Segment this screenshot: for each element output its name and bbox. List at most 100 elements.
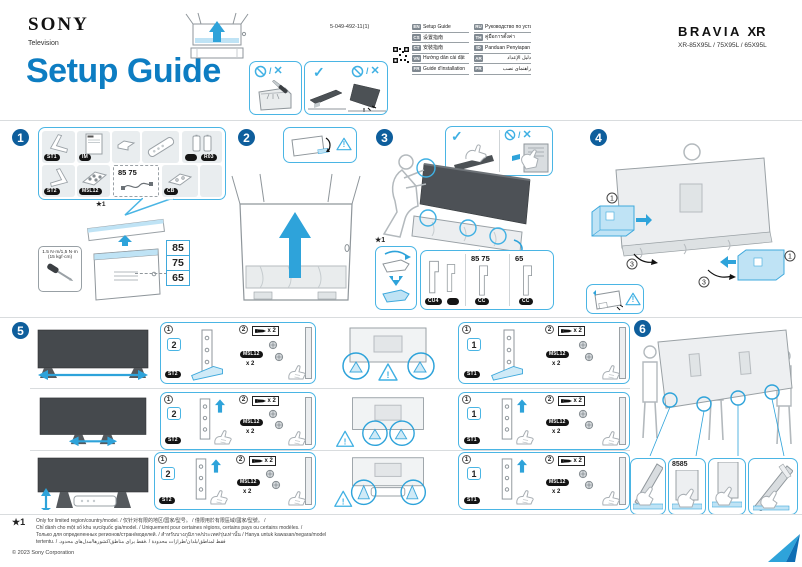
step-2-badge: 2 — [238, 129, 255, 146]
part-cell-empty — [200, 165, 222, 197]
screw-head-icon — [268, 340, 278, 350]
svg-text:!: ! — [342, 496, 345, 506]
panel-position: 1 2 ST2 — [161, 323, 238, 383]
xr-wordmark: XR — [747, 24, 766, 39]
screw-qty: x 2 — [243, 489, 252, 495]
panel-number-2: 2 — [239, 325, 248, 334]
position-marker: 1 — [467, 338, 481, 351]
panel-number-1: 1 — [158, 455, 167, 464]
hand-icon — [209, 489, 229, 505]
stand-badge: ST1 — [464, 371, 480, 378]
screw-qty: x 2 — [552, 429, 561, 435]
svg-text:!: ! — [344, 436, 347, 446]
lang-label: دليل الإعداد — [507, 55, 531, 62]
lang-code: EN — [412, 23, 421, 30]
tv-edge — [305, 457, 312, 505]
manual-icon — [85, 133, 102, 155]
division-label: Television — [28, 40, 59, 47]
lang-code: AR — [474, 55, 483, 62]
hand-icon — [601, 430, 621, 446]
lang-code: PR — [474, 65, 483, 72]
remote-icon — [147, 137, 174, 157]
position-marker: 2 — [161, 467, 175, 480]
tv-tip-illustration — [593, 290, 623, 311]
cross-icon: ✕ — [273, 65, 283, 77]
header-divider — [0, 120, 802, 121]
tv-rear-narrow-view: ! — [336, 397, 424, 447]
screw-head-icon — [584, 352, 594, 362]
screw-qty: x 2 — [552, 361, 561, 367]
grip-detail-illustration — [712, 462, 742, 508]
hand-icon — [287, 430, 307, 446]
position-marker: 1 — [467, 407, 481, 420]
panel-screws: 2 x 2 M5L12 x 2 — [544, 323, 629, 383]
screw-icon — [255, 398, 266, 404]
carton-tilt-illustration — [291, 135, 331, 157]
stand-badge: ST1 — [464, 497, 480, 504]
size-table: 85 75 65 — [166, 240, 190, 286]
step6-grip-panel-1 — [630, 458, 666, 515]
screw-head-icon — [271, 480, 281, 490]
screw-count-label: x 2 — [558, 396, 585, 406]
lang-label: คู่มือการตั้งค่า — [485, 34, 516, 41]
screw-count-label: x 2 — [558, 326, 585, 336]
size-65: 65 — [172, 272, 184, 284]
torque-value: 1.5 N·m/1,5 N·m — [42, 250, 78, 255]
batteries-icon — [192, 134, 212, 152]
foam-piece-icon — [521, 264, 534, 297]
step-5-badge: 5 — [12, 322, 29, 339]
inset-divider — [499, 130, 500, 172]
part-badge-st2: ST2 — [44, 188, 60, 195]
screw-head-icon — [274, 420, 284, 430]
tv-flat-ok-illustration — [308, 89, 346, 110]
part-badge-cb: CB — [164, 188, 178, 195]
tv-edge — [619, 327, 626, 379]
tv-wide-stance-illustration — [37, 329, 149, 380]
svg-text:!: ! — [387, 370, 390, 380]
stand-badge: ST2 — [165, 371, 181, 378]
footnote-line-1: Only for limited region/country/model. /… — [36, 518, 266, 524]
step3-foam-flip-box — [375, 246, 417, 310]
position-marker: 1 — [467, 467, 481, 480]
screw-icon — [561, 328, 572, 334]
hand-icon — [287, 490, 307, 506]
panel-screws: 2 x 2 M5L12 x 2 — [238, 393, 315, 449]
lang-code: CS — [412, 34, 421, 41]
lang-code: ID — [474, 44, 483, 51]
size-85: 85 — [167, 241, 189, 256]
parts-box-tail — [124, 198, 174, 216]
tv-rear-soundbar-view: ! — [334, 457, 427, 507]
panel-divider — [509, 254, 510, 306]
foam-badge-cu4: CU4 — [425, 298, 442, 305]
screw-badge: M5L12 — [546, 479, 569, 486]
step2-caution-inset: ! — [283, 127, 357, 163]
screwdriver-icon — [47, 263, 74, 282]
size-leader-line — [135, 273, 167, 274]
step3-grip-inset: ✓ / ✕ — [445, 126, 553, 176]
cutter-box-illustration — [258, 80, 292, 111]
footnote-ref-step1: ★1 — [96, 201, 106, 208]
foam-blocks-illustration: 1 1 3 3 — [591, 143, 796, 288]
lang-label: 设置指南 — [423, 34, 444, 41]
cushion-carton-illustration — [86, 218, 166, 301]
caution-box-no-cutter: / ✕ — [249, 61, 302, 115]
panel-screws: 2 x 2 M5L12 x 2 — [238, 323, 315, 383]
screw-badge: M5L12 — [546, 351, 569, 358]
part-cell-cb: CB — [162, 165, 198, 197]
lang-label: Guide d'installation — [423, 65, 466, 72]
svg-text:3: 3 — [630, 262, 634, 269]
page-title: Setup Guide — [26, 52, 221, 90]
screw-qty: x 2 — [246, 429, 255, 435]
tv-corner-drop-illustration — [348, 83, 386, 112]
part-cell-small-part — [112, 131, 140, 163]
grip-size-label: 8585 — [672, 461, 688, 468]
section-divider — [0, 317, 802, 318]
position-marker: 2 — [167, 338, 181, 351]
step5-rowB-option-right: 1 1 ST1 2 x 2 M5L12 x 2 — [458, 392, 630, 450]
